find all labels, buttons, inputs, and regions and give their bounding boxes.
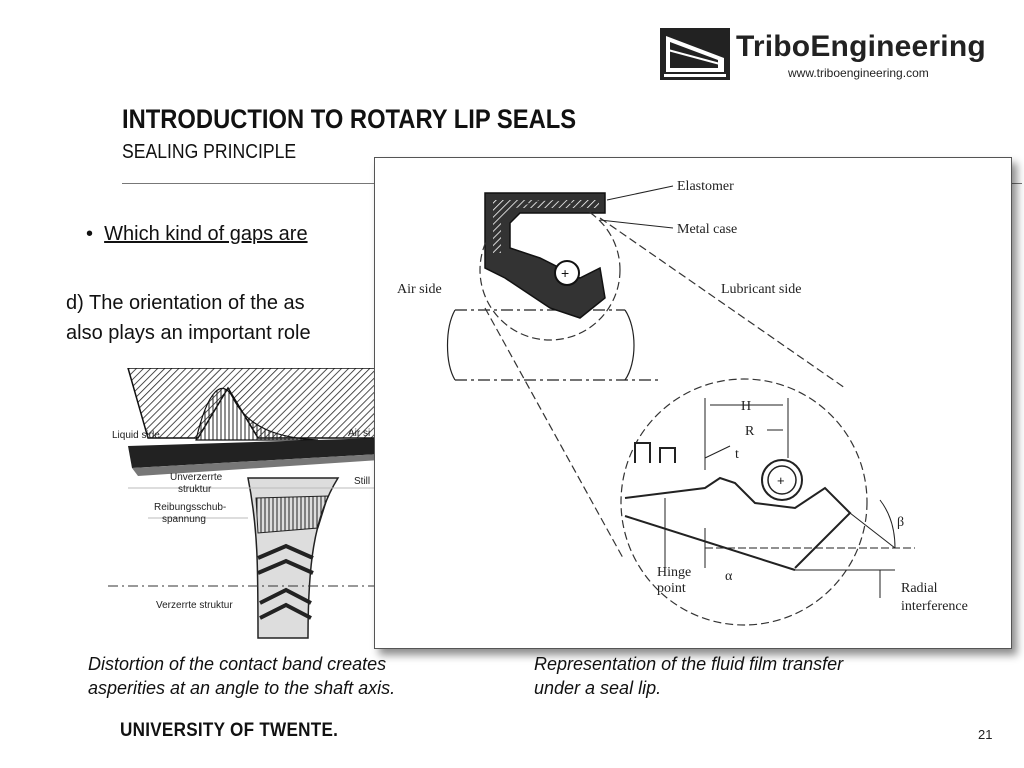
label-air-side: Air side	[397, 282, 442, 297]
label-elastomer: Elastomer	[677, 179, 734, 194]
label-hinge-1: Hinge	[657, 565, 691, 580]
slide-subtitle: SEALING PRINCIPLE	[122, 141, 297, 163]
label-lubricant-side: Lubricant side	[721, 282, 801, 297]
caption-right-line-2: under a seal lip.	[534, 678, 662, 698]
caption-right-line-1: Representation of the fluid film transfe…	[534, 654, 844, 674]
logo-name: TriboEngineering	[736, 30, 986, 63]
university-footer: UNIVERSITY OF TWENTE.	[120, 720, 339, 741]
triboengineering-logo: TriboEngineering www.triboengineering.co…	[660, 26, 1000, 86]
paragraph-line-2: also plays an important role	[66, 322, 311, 344]
seal-lip-popup: + + Elastomer Metal case Air side Lubric	[374, 157, 1012, 649]
paragraph-d: d) The orientation of the as also plays …	[66, 288, 311, 348]
label-unverzerrte-1: Unverzerrte	[170, 472, 223, 483]
page-number: 21	[978, 727, 993, 742]
triboengineering-logo-mark-icon	[660, 28, 730, 80]
logo-url: www.triboengineering.com	[788, 66, 929, 80]
bullet-question-text: Which kind of gaps are	[104, 223, 308, 245]
label-verzerrte: Verzerrte struktur	[156, 600, 233, 611]
bullet-question: • Which kind of gaps are	[86, 223, 308, 246]
label-R: R	[745, 424, 755, 439]
label-H: H	[741, 399, 751, 414]
label-metal-case: Metal case	[677, 222, 737, 237]
label-unverzerrte-2: struktur	[178, 484, 212, 495]
bullet-dot: •	[86, 223, 105, 245]
caption-left: Distortion of the contact band creates a…	[88, 652, 395, 700]
contact-band-figure: Liquid side Air si Unverzerrte struktur …	[108, 368, 380, 639]
label-liquid-side: Liquid side	[112, 430, 160, 441]
label-beta: β	[897, 515, 904, 530]
label-reibung-2: spannung	[162, 514, 206, 525]
slide-title: INTRODUCTION TO ROTARY LIP SEALS	[122, 104, 577, 134]
svg-text:+: +	[561, 265, 569, 281]
caption-left-line-1: Distortion of the contact band creates	[88, 654, 387, 674]
label-radial-2: interference	[901, 599, 968, 614]
label-reibung-1: Reibungsschub-	[154, 502, 226, 513]
label-t: t	[735, 447, 739, 462]
label-hinge-2: point	[657, 581, 686, 596]
label-still: Still	[354, 476, 370, 487]
label-alpha: α	[725, 569, 733, 584]
label-radial-1: Radial	[901, 581, 938, 596]
svg-text:+: +	[777, 473, 785, 488]
caption-left-line-2: asperities at an angle to the shaft axis…	[88, 678, 396, 698]
label-air-side-left: Air si	[348, 428, 370, 439]
paragraph-line-1: d) The orientation of the as	[66, 292, 305, 314]
seal-lip-figure: + + Elastomer Metal case Air side Lubric	[397, 179, 968, 626]
caption-right: Representation of the fluid film transfe…	[534, 652, 843, 700]
